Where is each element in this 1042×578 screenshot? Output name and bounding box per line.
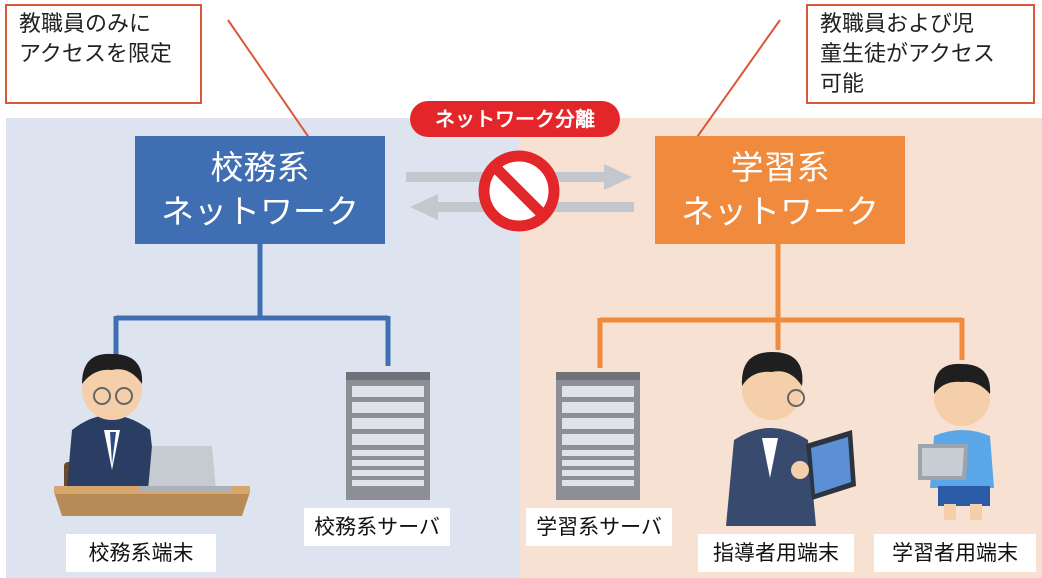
callout-right: 教職員および児 童生徒がアクセス 可能 xyxy=(806,4,1035,104)
admin-network-subtitle: ネットワーク xyxy=(161,192,359,231)
learning-server-label: 学習系サーバ xyxy=(526,508,672,546)
admin-network-tree xyxy=(113,244,391,366)
prohibited-icon xyxy=(478,150,560,232)
server-icon xyxy=(556,372,640,500)
admin-network-title: 校務系 xyxy=(210,148,310,187)
server-icon xyxy=(346,372,430,500)
learning-network-box: 学習系 ネットワーク xyxy=(655,136,905,244)
learning-network-tree xyxy=(597,244,965,368)
callout-pointer-left xyxy=(227,19,313,143)
student-terminal-label: 学習者用端末 xyxy=(874,534,1036,572)
callout-left: 教職員のみに アクセスを限定 xyxy=(5,4,202,104)
student-with-tablet-icon xyxy=(918,363,994,520)
admin-network-box: 校務系 ネットワーク xyxy=(135,136,385,244)
teacher-with-laptop-icon xyxy=(54,353,250,516)
admin-server-label: 校務系サーバ xyxy=(304,508,450,546)
network-separation-badge: ネットワーク分離 xyxy=(410,101,620,137)
admin-terminal-label: 校務系端末 xyxy=(66,534,216,572)
teacher-with-tablet-icon xyxy=(726,352,856,526)
learning-network-subtitle: ネットワーク xyxy=(681,192,879,231)
teacher-terminal-label: 指導者用端末 xyxy=(698,534,854,572)
learning-network-title: 学習系 xyxy=(730,148,830,187)
